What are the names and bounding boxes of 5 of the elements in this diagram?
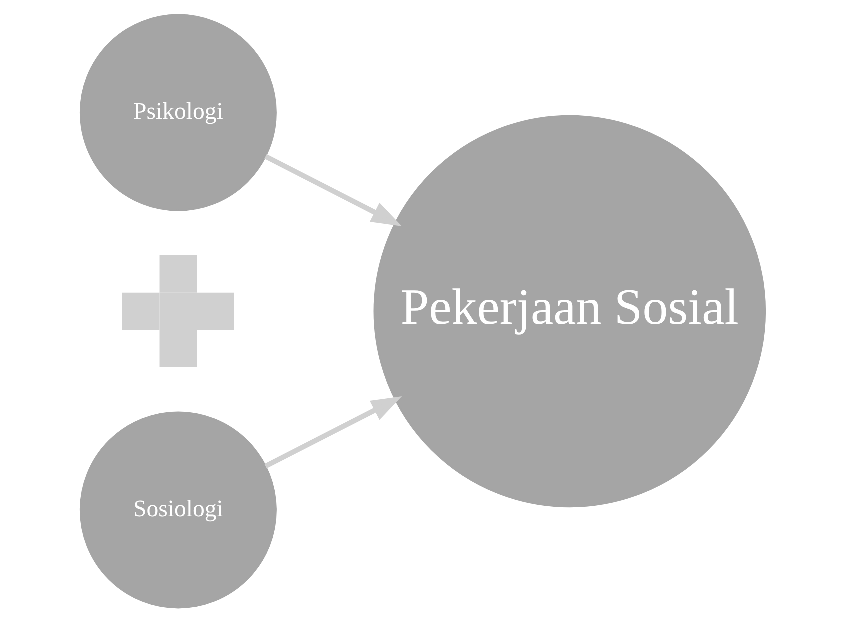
node-circle: Pekerjaan Sosial xyxy=(373,115,766,508)
arrow xyxy=(264,154,402,226)
node-circle: Sosiologi xyxy=(79,412,276,609)
arrow xyxy=(264,396,402,469)
node-circle: Psikologi xyxy=(79,14,276,212)
